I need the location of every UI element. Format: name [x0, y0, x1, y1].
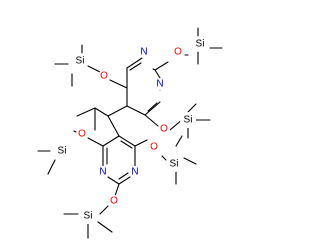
bond-n-ul-to-c-e: [126, 57, 143, 69]
atom-si-upper-mid: Si: [184, 115, 193, 126]
atom-si-upper-right: Si: [196, 39, 205, 50]
atom-o-lower-left: O: [78, 129, 86, 140]
bond-c-b-to-c-c: [126, 105, 146, 116]
atom-labels: O Si N N O Si O Si O Si O Si N N O Si: [54, 36, 208, 224]
atom-o-lower-right: O: [150, 142, 158, 153]
atom-o-upper-mid: O: [160, 124, 168, 135]
atom-n-lower-left: N: [99, 167, 106, 178]
bond-c-e-to-o-ul: [109, 79, 128, 89]
atom-label-halo: [172, 46, 184, 58]
bond-ch-to-ch2: [94, 107, 109, 117]
atom-o-upper-left: O: [100, 71, 108, 82]
atom-label-halo: [148, 141, 160, 153]
atom-label-halo: [98, 70, 110, 82]
atom-label-halo: [192, 36, 208, 52]
bond-si-ll-methyl-down: [47, 159, 56, 175]
bond-o-lr-to-si-lr: [161, 155, 167, 161]
atom-label-halo: [166, 156, 182, 172]
bond-c-c-to-n-ur-double: [147, 102, 158, 112]
atom-si-lower-right: Si: [170, 159, 179, 170]
bond-ch2-methyl-left: [76, 107, 96, 117]
atom-label-halo: [97, 166, 109, 178]
bond-lr-ur-to-o: [134, 139, 148, 147]
molecule-structure-diagram: O Si N N O Si O Si O Si O Si N N O Si: [0, 0, 250, 250]
atom-label-halo: [154, 78, 166, 90]
bond-lr-bottom-to-o: [114, 183, 120, 197]
bond-c-b-to-o-um: [144, 114, 159, 127]
atom-n-lower-right: N: [131, 167, 138, 178]
atom-o-upper-right: O: [174, 47, 182, 58]
atom-label-halo: [180, 112, 196, 128]
bond-lr-n-left-to-bottom: [107, 176, 120, 185]
bond-o-ul-to-si-ul: [87, 65, 101, 73]
bond-c-c-to-n-ur: [144, 101, 161, 116]
atom-n-upper-right: N: [156, 79, 163, 90]
atom-si-lower-left: Si: [58, 146, 67, 157]
bond-si-lr-methyl-right: [183, 157, 197, 165]
atom-label-halo: [76, 128, 88, 140]
atom-label-halo: [108, 195, 120, 207]
bond-si-lr-methyl-up: [175, 135, 183, 147]
bond-upper-ring-to-ch: [107, 105, 128, 117]
atom-label-halo: [138, 46, 150, 58]
atom-label-halo: [129, 166, 141, 178]
bond-lr-n-right-to-bottom: [118, 176, 131, 185]
bond-ch-to-lower-ring: [107, 115, 120, 137]
bond-lr-ul-to-o: [87, 137, 104, 147]
atom-o-bottom: O: [110, 196, 118, 207]
atom-si-bottom: Si: [84, 211, 93, 222]
atom-si-upper-left: Si: [76, 56, 85, 67]
bond-n-ul-to-c-e-double: [129, 62, 142, 71]
bond-lr-top-to-ur: [118, 135, 136, 147]
bond-lr-top-to-ur-double: [120, 140, 133, 149]
background: [0, 0, 250, 250]
atom-label-halo: [80, 208, 96, 224]
bond-lr-top-to-ul: [102, 135, 120, 147]
bonds: [37, 27, 223, 239]
bond-lr-n-right-to-bottom-double: [118, 172, 129, 180]
bond-c-d-to-o-ur: [154, 61, 169, 71]
bond-o-b-to-si-b: [99, 205, 109, 215]
atom-n-upper-left: N: [140, 47, 147, 58]
atom-label-halo: [54, 143, 70, 159]
bond-n-ur-to-c-d: [154, 69, 161, 79]
atom-label-halo: [158, 123, 170, 135]
bond-si-b-methyl-right: [97, 221, 113, 233]
atom-label-halo: [72, 53, 88, 69]
